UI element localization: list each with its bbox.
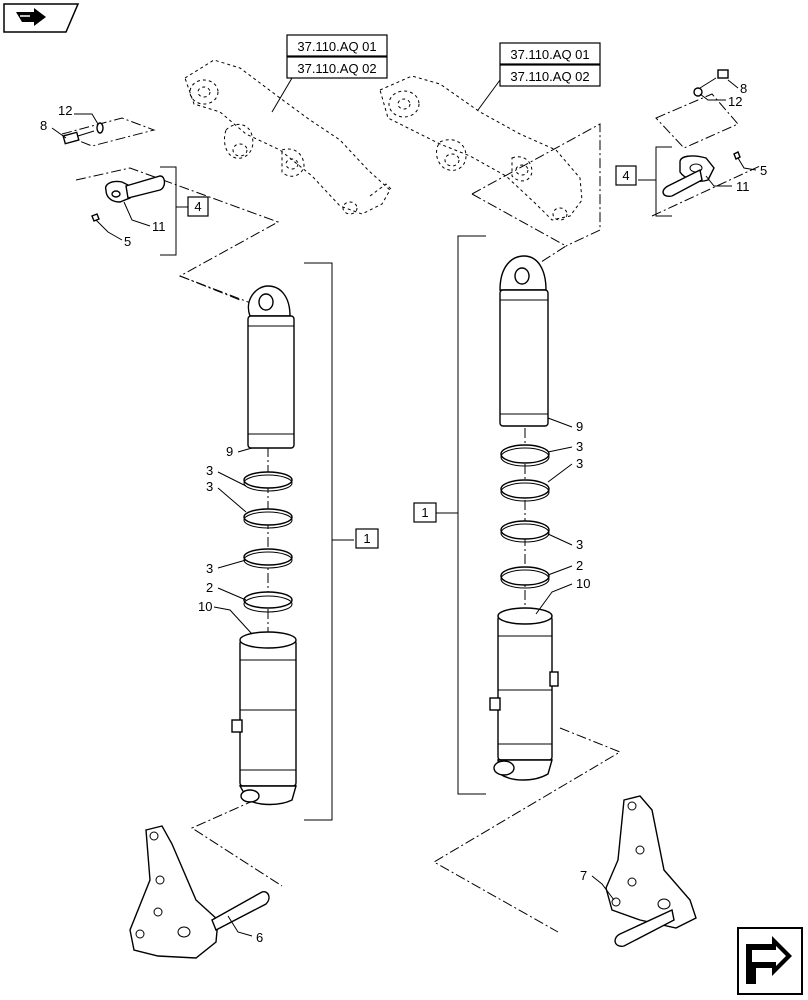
ref-link-aq01-left[interactable]: 37.110.AQ 01	[286, 34, 388, 57]
callout-11-right: 11	[736, 179, 750, 194]
seal-rings-right	[500, 444, 550, 589]
callout-3b-left: 3	[206, 479, 213, 494]
svg-text:37.110.AQ 01: 37.110.AQ 01	[297, 39, 376, 54]
callout-9-left: 9	[226, 444, 233, 459]
loader-arm-right	[379, 75, 583, 221]
callout-5-right: 5	[760, 163, 767, 178]
bracket-1-right	[436, 235, 486, 795]
callout-12-right: 12	[728, 94, 742, 109]
bolt-8-right	[699, 69, 729, 89]
next-page-arrow-icon[interactable]	[737, 927, 803, 995]
ref-box-1-left[interactable]: 1	[355, 528, 379, 549]
callout-5-left: 5	[124, 234, 131, 249]
callout-9-right: 9	[576, 419, 583, 434]
ref-box-4-right[interactable]: 4	[615, 165, 637, 186]
cylinder-barrel-10-right	[489, 607, 559, 781]
svg-text:37.110.AQ 02: 37.110.AQ 02	[510, 69, 589, 84]
ref-box-4-left[interactable]: 4	[187, 196, 209, 217]
seal-rings-left	[243, 471, 293, 613]
callout-10-right: 10	[576, 576, 590, 591]
callout-12-left: 12	[58, 103, 72, 118]
callout-6-left: 6	[256, 930, 263, 945]
cylinder-tube-9-left	[247, 285, 295, 449]
callout-2-left: 2	[206, 580, 213, 595]
callout-10-left: 10	[198, 599, 212, 614]
callout-8-right: 8	[740, 81, 747, 96]
callout-3a-left: 3	[206, 463, 213, 478]
assembly-lines	[60, 93, 761, 933]
page-nav-arrow-icon[interactable]	[3, 3, 80, 33]
grease-fitting-5-left	[91, 213, 100, 222]
mounting-bracket-6-left	[129, 825, 270, 959]
svg-text:37.110.AQ 02: 37.110.AQ 02	[297, 61, 376, 76]
callout-3b-right: 3	[576, 456, 583, 471]
bracket-4-left	[160, 166, 188, 256]
cylinder-barrel-10-left	[231, 631, 297, 806]
ref-link-aq02-left[interactable]: 37.110.AQ 02	[286, 56, 388, 79]
callout-11-left: 11	[152, 219, 166, 234]
bracket-1-left	[304, 262, 354, 821]
callout-3c-right: 3	[576, 537, 583, 552]
callout-2-right: 2	[576, 558, 583, 573]
ref-box-1-right[interactable]: 1	[413, 502, 437, 523]
svg-text:37.110.AQ 01: 37.110.AQ 01	[510, 47, 589, 62]
ref-link-aq01-right[interactable]: 37.110.AQ 01	[499, 42, 601, 65]
svg-text:1: 1	[421, 505, 428, 520]
washer-12-left	[96, 122, 104, 134]
cylinder-tube-9-right	[499, 255, 549, 427]
callout-7-right: 7	[580, 868, 587, 883]
mounting-bracket-7-right	[605, 795, 697, 947]
leader-aq-left	[271, 77, 293, 113]
callout-3c-left: 3	[206, 561, 213, 576]
svg-text:4: 4	[622, 168, 629, 183]
callout-3a-right: 3	[576, 439, 583, 454]
bolt-8-left	[62, 130, 95, 145]
bracket-4-right	[638, 146, 672, 217]
svg-text:4: 4	[194, 199, 201, 214]
callout-8-left: 8	[40, 118, 47, 133]
pin-plate-11-left	[105, 175, 166, 203]
callout-leaders	[51, 79, 757, 937]
pin-plate-11-right	[662, 155, 715, 198]
loader-arm-left	[184, 59, 393, 215]
ref-link-aq02-right[interactable]: 37.110.AQ 02	[499, 64, 601, 87]
svg-text:1: 1	[363, 531, 370, 546]
leader-aq-right	[477, 79, 501, 111]
grease-fitting-5-right	[733, 151, 741, 160]
